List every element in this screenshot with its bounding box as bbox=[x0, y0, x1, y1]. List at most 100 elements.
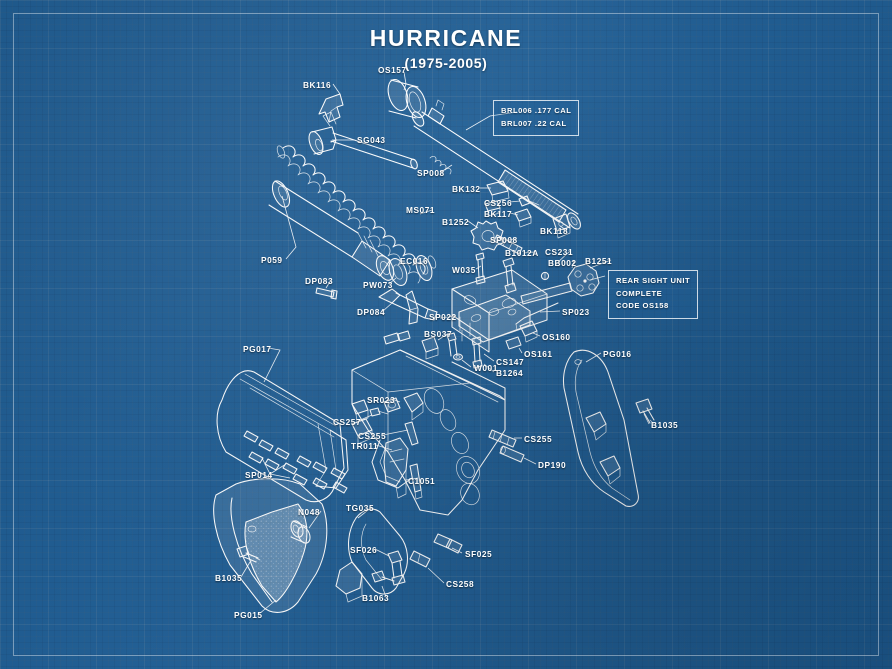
part-bk116-bracket bbox=[318, 93, 344, 123]
part-n048-nut bbox=[290, 520, 311, 544]
part-p059-cylinder bbox=[268, 180, 395, 281]
part-label-b1252: B1252 bbox=[442, 217, 470, 227]
part-sf025-pin bbox=[433, 533, 463, 554]
part-label-os157: OS157 bbox=[378, 65, 407, 75]
leader-lines bbox=[240, 71, 650, 615]
part-dp083-pin bbox=[315, 287, 338, 300]
part-sp023-wirespring bbox=[515, 302, 559, 331]
part-ms071-mainspring bbox=[276, 145, 437, 284]
part-ec016-endcap bbox=[415, 255, 433, 281]
part-tg035-triggerguard bbox=[335, 508, 409, 603]
part-label-cs147: CS147 bbox=[496, 357, 525, 367]
part-label-cs255: CS255 bbox=[524, 434, 553, 444]
part-label-cs255: CS255 bbox=[358, 431, 387, 441]
part-os157-collar bbox=[387, 79, 427, 119]
part-label-b1063: B1063 bbox=[362, 593, 390, 603]
part-tr011b-lever bbox=[403, 392, 424, 421]
part-bk117-clip bbox=[514, 208, 532, 228]
part-label-w001: W001 bbox=[474, 363, 498, 373]
note-line: BRL007 .22 CAL bbox=[501, 118, 567, 128]
part-pg015-grip-left bbox=[213, 478, 328, 613]
part-label-sp014: SP014 bbox=[245, 470, 273, 480]
part-w001-washer bbox=[452, 353, 464, 361]
part-tr011-trigger bbox=[383, 437, 409, 499]
part-b1012a-screw bbox=[502, 257, 517, 294]
part-label-sp023: SP023 bbox=[562, 307, 590, 317]
part-label-sf025: SF025 bbox=[465, 549, 493, 559]
note-line: CODE OS158 bbox=[616, 301, 669, 311]
title-block: HURRICANE (1975-2005) bbox=[0, 25, 892, 72]
part-cs231-screw bbox=[540, 271, 550, 281]
part-label-bk132: BK132 bbox=[452, 184, 481, 194]
part-main-frame-body bbox=[351, 349, 506, 516]
part-label-pg017: PG017 bbox=[243, 344, 272, 354]
part-b1035-screw-right bbox=[635, 398, 655, 425]
part-b1264-bolt bbox=[446, 332, 458, 357]
part-cs147-screw bbox=[471, 336, 483, 369]
part-os158-rearsight bbox=[458, 294, 531, 343]
part-label-sf026: SF026 bbox=[350, 545, 378, 555]
barrel-caliber-note: BRL006 .177 CAL BRL007 .22 CAL bbox=[493, 100, 580, 137]
part-dp084-lever bbox=[378, 288, 438, 321]
part-label-os160: OS160 bbox=[542, 332, 571, 342]
part-label-b1012a: B1012A bbox=[505, 248, 539, 258]
part-bk118-bracket bbox=[552, 213, 571, 239]
part-label-n048: N048 bbox=[298, 507, 321, 517]
part-label-os161: OS161 bbox=[524, 349, 553, 359]
part-label-bb002: BB002 bbox=[548, 258, 577, 268]
part-sf026-screw bbox=[387, 550, 406, 586]
part-sg043-piston bbox=[308, 111, 418, 170]
part-b1035-screw-left bbox=[236, 545, 261, 563]
part-dp190-pin bbox=[499, 445, 525, 463]
part-bs037-block bbox=[421, 336, 439, 360]
part-os160-sightpart bbox=[519, 320, 538, 343]
page-subtitle: (1975-2005) bbox=[404, 55, 488, 72]
part-barrel-assembly bbox=[411, 99, 581, 230]
part-label-c1051: C1051 bbox=[408, 476, 436, 486]
part-label-cs258: CS258 bbox=[446, 579, 475, 589]
part-pg017-shroud bbox=[216, 370, 349, 503]
part-label-bk118: BK118 bbox=[540, 226, 569, 236]
part-w035-screw bbox=[475, 252, 486, 285]
part-label-dp084: DP084 bbox=[357, 307, 386, 317]
part-label-bs037: BS037 bbox=[424, 329, 453, 339]
part-label-b1264: B1264 bbox=[496, 368, 524, 378]
part-bb002-bolt bbox=[520, 263, 600, 305]
part-cs255-pin-right bbox=[488, 429, 517, 448]
part-label-dp190: DP190 bbox=[538, 460, 567, 470]
part-sr023-spring-seat bbox=[383, 397, 401, 413]
part-label-bk116: BK116 bbox=[303, 80, 332, 90]
part-label-cs231: CS231 bbox=[545, 247, 574, 257]
part-os161-sightpart bbox=[505, 336, 522, 350]
part-cs258-pin bbox=[409, 550, 431, 568]
part-cs256-screw bbox=[518, 195, 540, 207]
part-label-cs256: CS256 bbox=[484, 198, 513, 208]
part-bk132-bracket bbox=[484, 180, 510, 217]
note-line: BRL006 .177 CAL bbox=[501, 106, 572, 115]
part-pg016-grip-right bbox=[563, 349, 639, 507]
part-label-ec016: EC016 bbox=[400, 256, 429, 266]
part-sp008-spring bbox=[429, 156, 452, 175]
part-label-pw073: PW073 bbox=[363, 280, 393, 290]
part-cs255-pin-left bbox=[404, 421, 419, 446]
part-b1252-knurledknob bbox=[470, 220, 504, 251]
part-label-pg016: PG016 bbox=[603, 349, 632, 359]
part-label-pg015: PG015 bbox=[234, 610, 263, 620]
part-label-tg035: TG035 bbox=[346, 503, 375, 513]
part-label-bk117: BK117 bbox=[484, 209, 513, 219]
part-label-w035: W035 bbox=[452, 265, 476, 275]
part-label-dp083: DP083 bbox=[305, 276, 334, 286]
part-label-sp008: SP008 bbox=[417, 168, 445, 178]
note-line: COMPLETE bbox=[616, 288, 663, 298]
part-pw073-washer bbox=[388, 258, 408, 286]
part-label-ms071: MS071 bbox=[406, 205, 436, 215]
part-label-sg043: SG043 bbox=[357, 135, 386, 145]
part-label-sp022: SP022 bbox=[429, 312, 457, 322]
part-sear-small bbox=[351, 399, 373, 445]
part-label-b1251: B1251 bbox=[585, 256, 613, 266]
part-label-tr011: TR011 bbox=[351, 441, 379, 451]
